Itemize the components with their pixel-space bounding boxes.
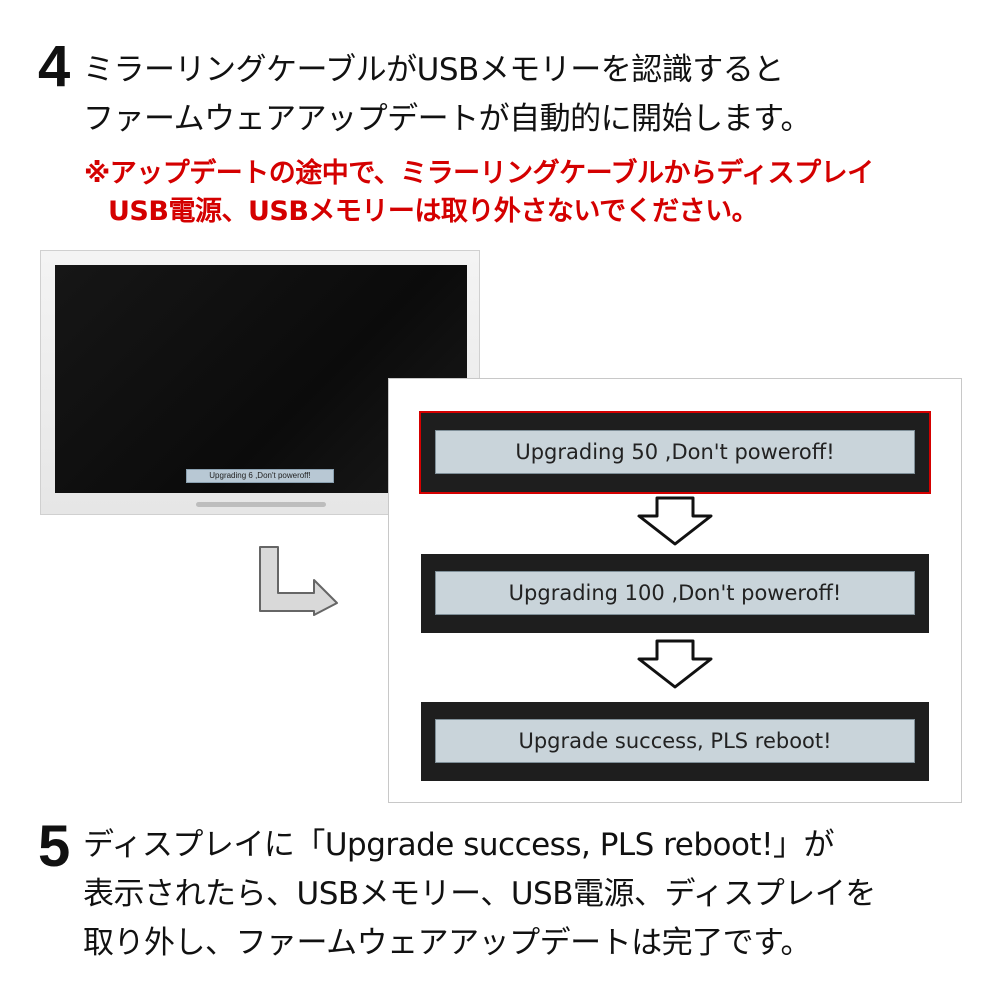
step-5-text-line-1: ディスプレイに「Upgrade success, PLS reboot!」が (83, 827, 835, 863)
status-bar-success: Upgrade success, PLS reboot! (421, 702, 929, 781)
status-message: Upgrading 50 ,Don't poweroff! (435, 430, 915, 474)
step-4-number: 4 (38, 34, 71, 99)
step-4-text-line-2: ファームウェアアップデートが自動的に開始します。 (83, 101, 811, 137)
warning-line-1: ※アップデートの途中で、ミラーリングケーブルからディスプレイ (84, 158, 874, 189)
down-arrow-icon (637, 496, 713, 546)
status-bar-50: Upgrading 50 ,Don't poweroff! (419, 411, 931, 494)
hook-arrow-icon (259, 546, 338, 616)
upgrade-status-panel: Upgrading 50 ,Don't poweroff! Upgrading … (388, 378, 962, 803)
step-5-text-line-3: 取り外し、ファームウェアアップデートは完了です。 (83, 925, 811, 961)
status-bar-100: Upgrading 100 ,Don't poweroff! (421, 554, 929, 633)
status-message: Upgrading 100 ,Don't poweroff! (435, 571, 915, 615)
status-message: Upgrade success, PLS reboot! (435, 719, 915, 763)
step-5-number: 5 (38, 814, 71, 879)
step-4-text-line-1: ミラーリングケーブルがUSBメモリーを認識すると (83, 52, 784, 88)
warning-line-2: USB電源、USBメモリーは取り外さないでください。 (108, 196, 759, 227)
down-arrow-icon (637, 639, 713, 689)
monitor-osd-message: Upgrading 6 ,Don't poweroff! (186, 469, 334, 483)
monitor-stand (196, 502, 326, 507)
step-5-text-line-2: 表示されたら、USBメモリー、USB電源、ディスプレイを (83, 876, 876, 912)
